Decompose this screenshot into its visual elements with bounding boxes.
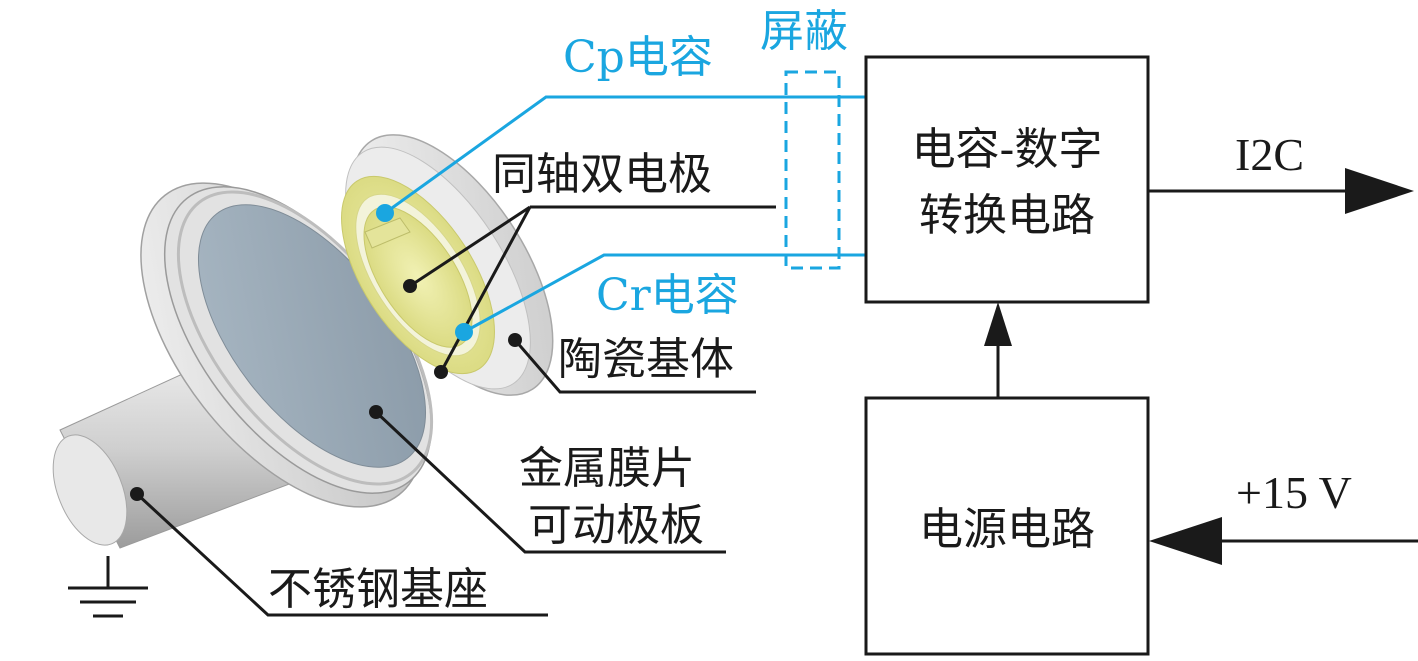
cdc-block-title-line2: 转换电路 [919, 190, 1095, 241]
power-block [864, 396, 1150, 656]
capacitor-dots [376, 204, 473, 341]
electrode-tab [364, 217, 411, 249]
leader-dots [130, 279, 522, 501]
stainless-base-label: 不锈钢基座 [268, 564, 488, 615]
ceramic-substrate-label: 陶瓷基体 [558, 334, 734, 385]
shield-label: 屏蔽 [760, 6, 848, 57]
power-block-title: 电源电路 [919, 504, 1095, 555]
metal-diaphragm-label: 金属膜片 [519, 443, 695, 494]
cdc-block-title-line1: 电容-数字 [912, 124, 1103, 175]
shield-box [784, 70, 841, 270]
capacitor-wires [384, 95, 866, 334]
cp-capacitor-label: Cp电容 [563, 32, 713, 83]
cdc-block [864, 55, 1150, 304]
i2c-label: I2C [1235, 129, 1304, 180]
cr-capacitor-label: Cr电容 [596, 270, 739, 321]
coaxial-electrodes-label: 同轴双电极 [492, 149, 712, 200]
movable-plate-label: 可动极板 [528, 500, 704, 551]
supply-input-arrow [1149, 517, 1418, 565]
supply-voltage-label: +15 V [1236, 467, 1352, 518]
leader-lines [135, 205, 776, 617]
ground-icon [68, 556, 148, 618]
i2c-output-arrow [1148, 168, 1414, 214]
center-electrode [363, 206, 473, 348]
power-to-cdc-arrow [984, 302, 1012, 398]
